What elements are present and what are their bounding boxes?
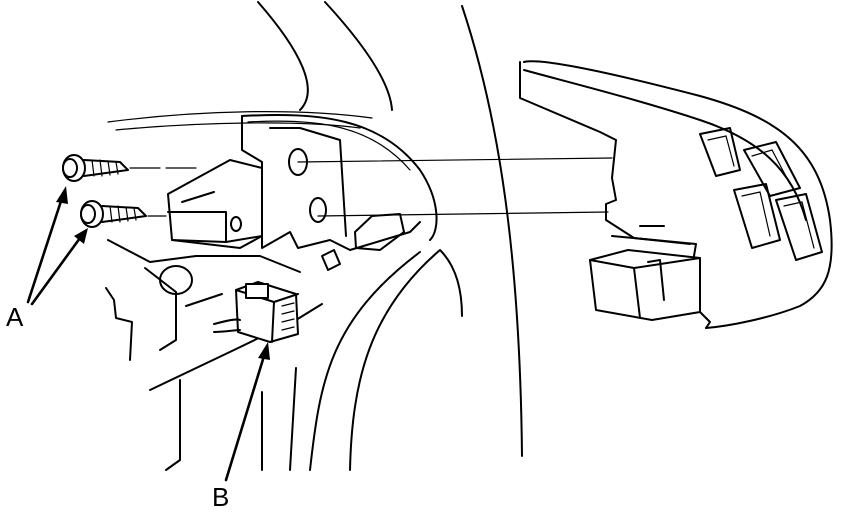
callout-label-a: A <box>6 302 24 332</box>
left-bracket <box>167 159 263 249</box>
leader-b <box>224 342 270 482</box>
connector-b <box>213 281 299 343</box>
column-shroud <box>241 114 438 271</box>
leader-a <box>26 186 88 306</box>
alignment-lines <box>129 157 613 217</box>
upper-dash-outline <box>107 1 523 457</box>
switch-module <box>519 60 833 329</box>
screw-lower <box>80 200 147 228</box>
callout-label-b: B <box>212 482 230 512</box>
pillar-curves <box>309 249 463 471</box>
screw-upper <box>62 154 129 182</box>
lower-column <box>105 239 323 471</box>
